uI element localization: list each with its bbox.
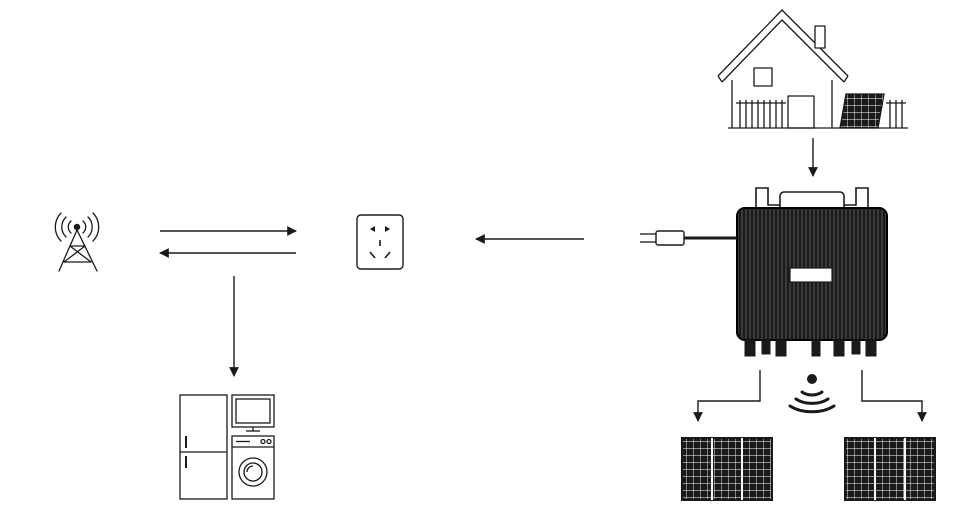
solar-panel-icon — [681, 437, 773, 501]
arrow-inverter-to-right-panel — [861, 370, 927, 422]
cell-tower-icon — [54, 212, 100, 272]
arrow-inverter-to-left-panel — [693, 370, 761, 422]
wifi-signal-icon — [788, 374, 836, 414]
inverter-icon — [640, 187, 888, 357]
appliances-icon — [179, 394, 275, 500]
wall-socket-icon — [356, 214, 404, 270]
solar-panel-icon — [844, 437, 936, 501]
house-icon — [717, 9, 908, 129]
